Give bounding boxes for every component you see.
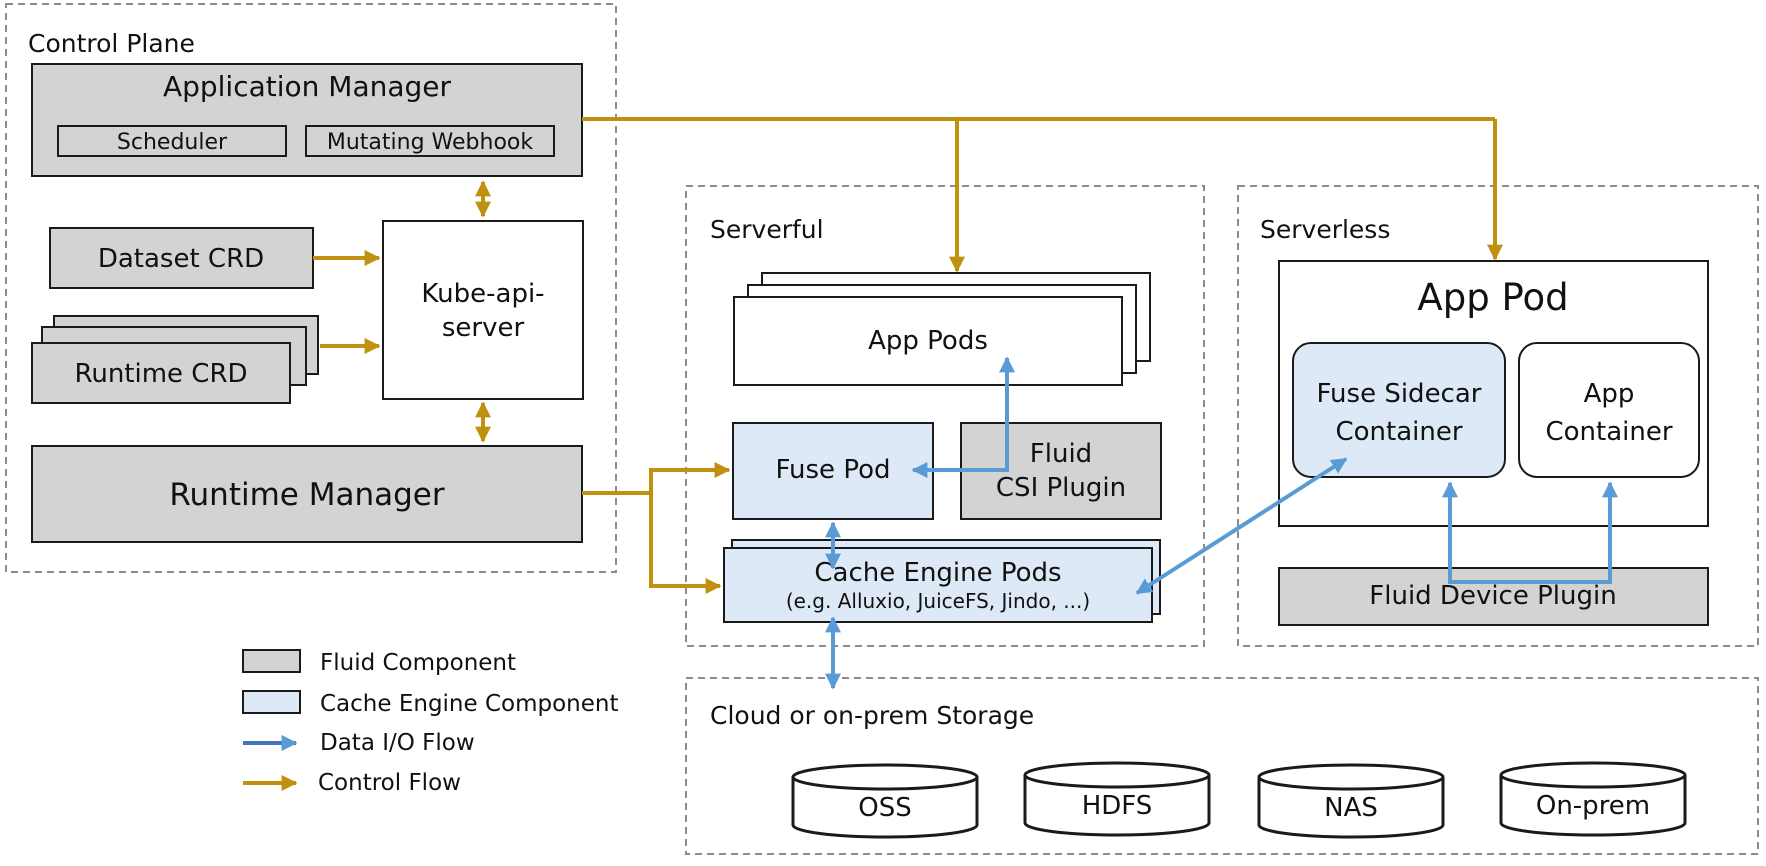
storage-oss: OSS: [791, 763, 979, 839]
application-manager: Application Manager Scheduler Mutating W…: [31, 63, 583, 177]
dataset-crd: Dataset CRD: [49, 227, 314, 289]
control-plane-title: Control Plane: [28, 29, 195, 58]
control-flow-arrow-to-cache-pods: [649, 493, 722, 594]
fuse-sidecar-container: Fuse Sidecar Container: [1292, 342, 1506, 478]
application-manager-label: Application Manager: [163, 70, 452, 103]
app-pods-label: App Pods: [868, 326, 988, 356]
app-pod-label: App Pod: [1417, 276, 1568, 319]
csi-plugin-line1: Fluid: [1030, 439, 1092, 469]
serverless-title: Serverless: [1260, 215, 1390, 244]
storage-nas-label: NAS: [1324, 793, 1378, 823]
app-container-line2: Container: [1545, 417, 1672, 447]
app-pods-stack: App Pods: [733, 272, 1151, 386]
storage-on-prem-label: On-prem: [1536, 791, 1650, 821]
kube-api-server-line1: Kube-api-: [421, 279, 544, 309]
scheduler-label: Scheduler: [117, 130, 228, 155]
scheduler-box: [57, 125, 287, 157]
app-container: App Container: [1518, 342, 1700, 478]
mutating-webhook-label: Mutating Webhook: [327, 130, 533, 155]
serverful-title: Serverful: [710, 215, 824, 244]
control-plane-group: [5, 3, 617, 573]
data-flow-arrow-fuse-to-app-pods: [911, 356, 1015, 478]
legend-data-flow-label: Data I/O Flow: [320, 730, 475, 756]
storage-oss-label: OSS: [858, 793, 911, 823]
data-flow-arrow-sidecar-app-container: [1442, 481, 1618, 584]
fuse-pod-label: Fuse Pod: [776, 455, 891, 485]
device-plugin-label: Fluid Device Plugin: [1369, 581, 1616, 611]
app-container-line1: App: [1584, 379, 1635, 409]
runtime-crd-label: Runtime CRD: [74, 359, 247, 389]
legend-swatch-cache: [242, 690, 301, 714]
serverful-group: [685, 185, 1205, 647]
fuse-sidecar-line2: Container: [1335, 417, 1462, 447]
fuse-sidecar-line1: Fuse Sidecar: [1317, 379, 1482, 409]
cache-engine-pods-stack: Cache Engine Pods (e.g. Alluxio, JuiceFS…: [723, 539, 1161, 623]
runtime-manager-label: Runtime Manager: [169, 477, 444, 513]
runtime-crd-stack: Runtime CRD: [31, 315, 319, 404]
cache-engine-pods-label: Cache Engine Pods: [814, 558, 1061, 588]
storage-nas: NAS: [1257, 763, 1445, 839]
kube-api-server: Kube-api- server: [382, 220, 584, 400]
storage-on-prem: On-prem: [1499, 761, 1687, 837]
legend-control-flow-label: Control Flow: [318, 770, 461, 796]
storage-hdfs: HDFS: [1023, 761, 1211, 837]
control-flow-runtimemgr-line: [582, 462, 731, 495]
dataset-crd-label: Dataset CRD: [98, 244, 264, 274]
fluid-device-plugin: Fluid Device Plugin: [1278, 567, 1709, 626]
legend-fluid-label: Fluid Component: [320, 650, 516, 676]
cache-engine-pods-examples: (e.g. Alluxio, JuiceFS, Jindo, ...): [786, 589, 1090, 613]
legend-swatch-fluid: [242, 649, 301, 673]
serverless-group: [1237, 185, 1759, 647]
legend-cache-label: Cache Engine Component: [320, 691, 619, 717]
legend: Fluid Component Cache Engine Component D…: [242, 649, 619, 796]
mutating-webhook-box: [305, 125, 555, 157]
data-flow-arrow-cache-sidecar: [1135, 457, 1348, 595]
runtime-manager: Runtime Manager: [31, 445, 583, 543]
storage-hdfs-label: HDFS: [1082, 791, 1153, 821]
kube-api-server-line2: server: [442, 313, 525, 343]
fuse-pod: Fuse Pod: [732, 422, 934, 520]
storage-title: Cloud or on-prem Storage: [710, 701, 1034, 730]
csi-plugin-line2: CSI Plugin: [996, 473, 1126, 503]
